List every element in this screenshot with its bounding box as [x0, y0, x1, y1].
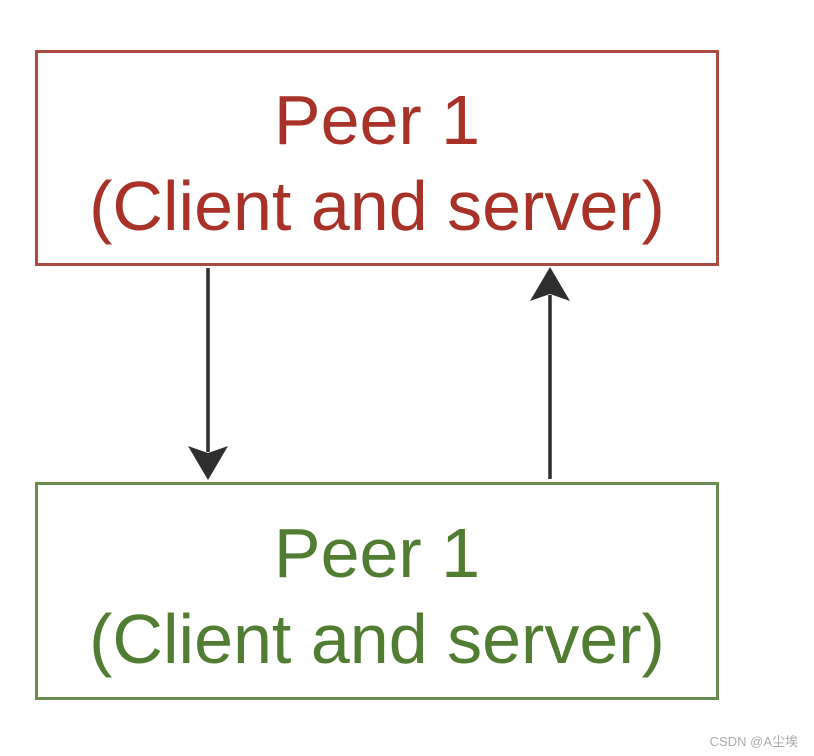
- peer-bottom-subtitle: (Client and server): [89, 600, 665, 678]
- peer-bottom-box: Peer 1 (Client and server): [35, 482, 719, 700]
- peer-top-subtitle: (Client and server): [89, 167, 665, 245]
- peer-top-box: Peer 1 (Client and server): [35, 50, 719, 266]
- down-arrow-icon: [188, 268, 228, 480]
- peer-top-title: Peer 1: [273, 81, 481, 159]
- up-arrow-icon: [530, 267, 570, 479]
- peer-bottom-title: Peer 1: [273, 514, 481, 592]
- watermark: CSDN @A尘埃: [709, 734, 798, 749]
